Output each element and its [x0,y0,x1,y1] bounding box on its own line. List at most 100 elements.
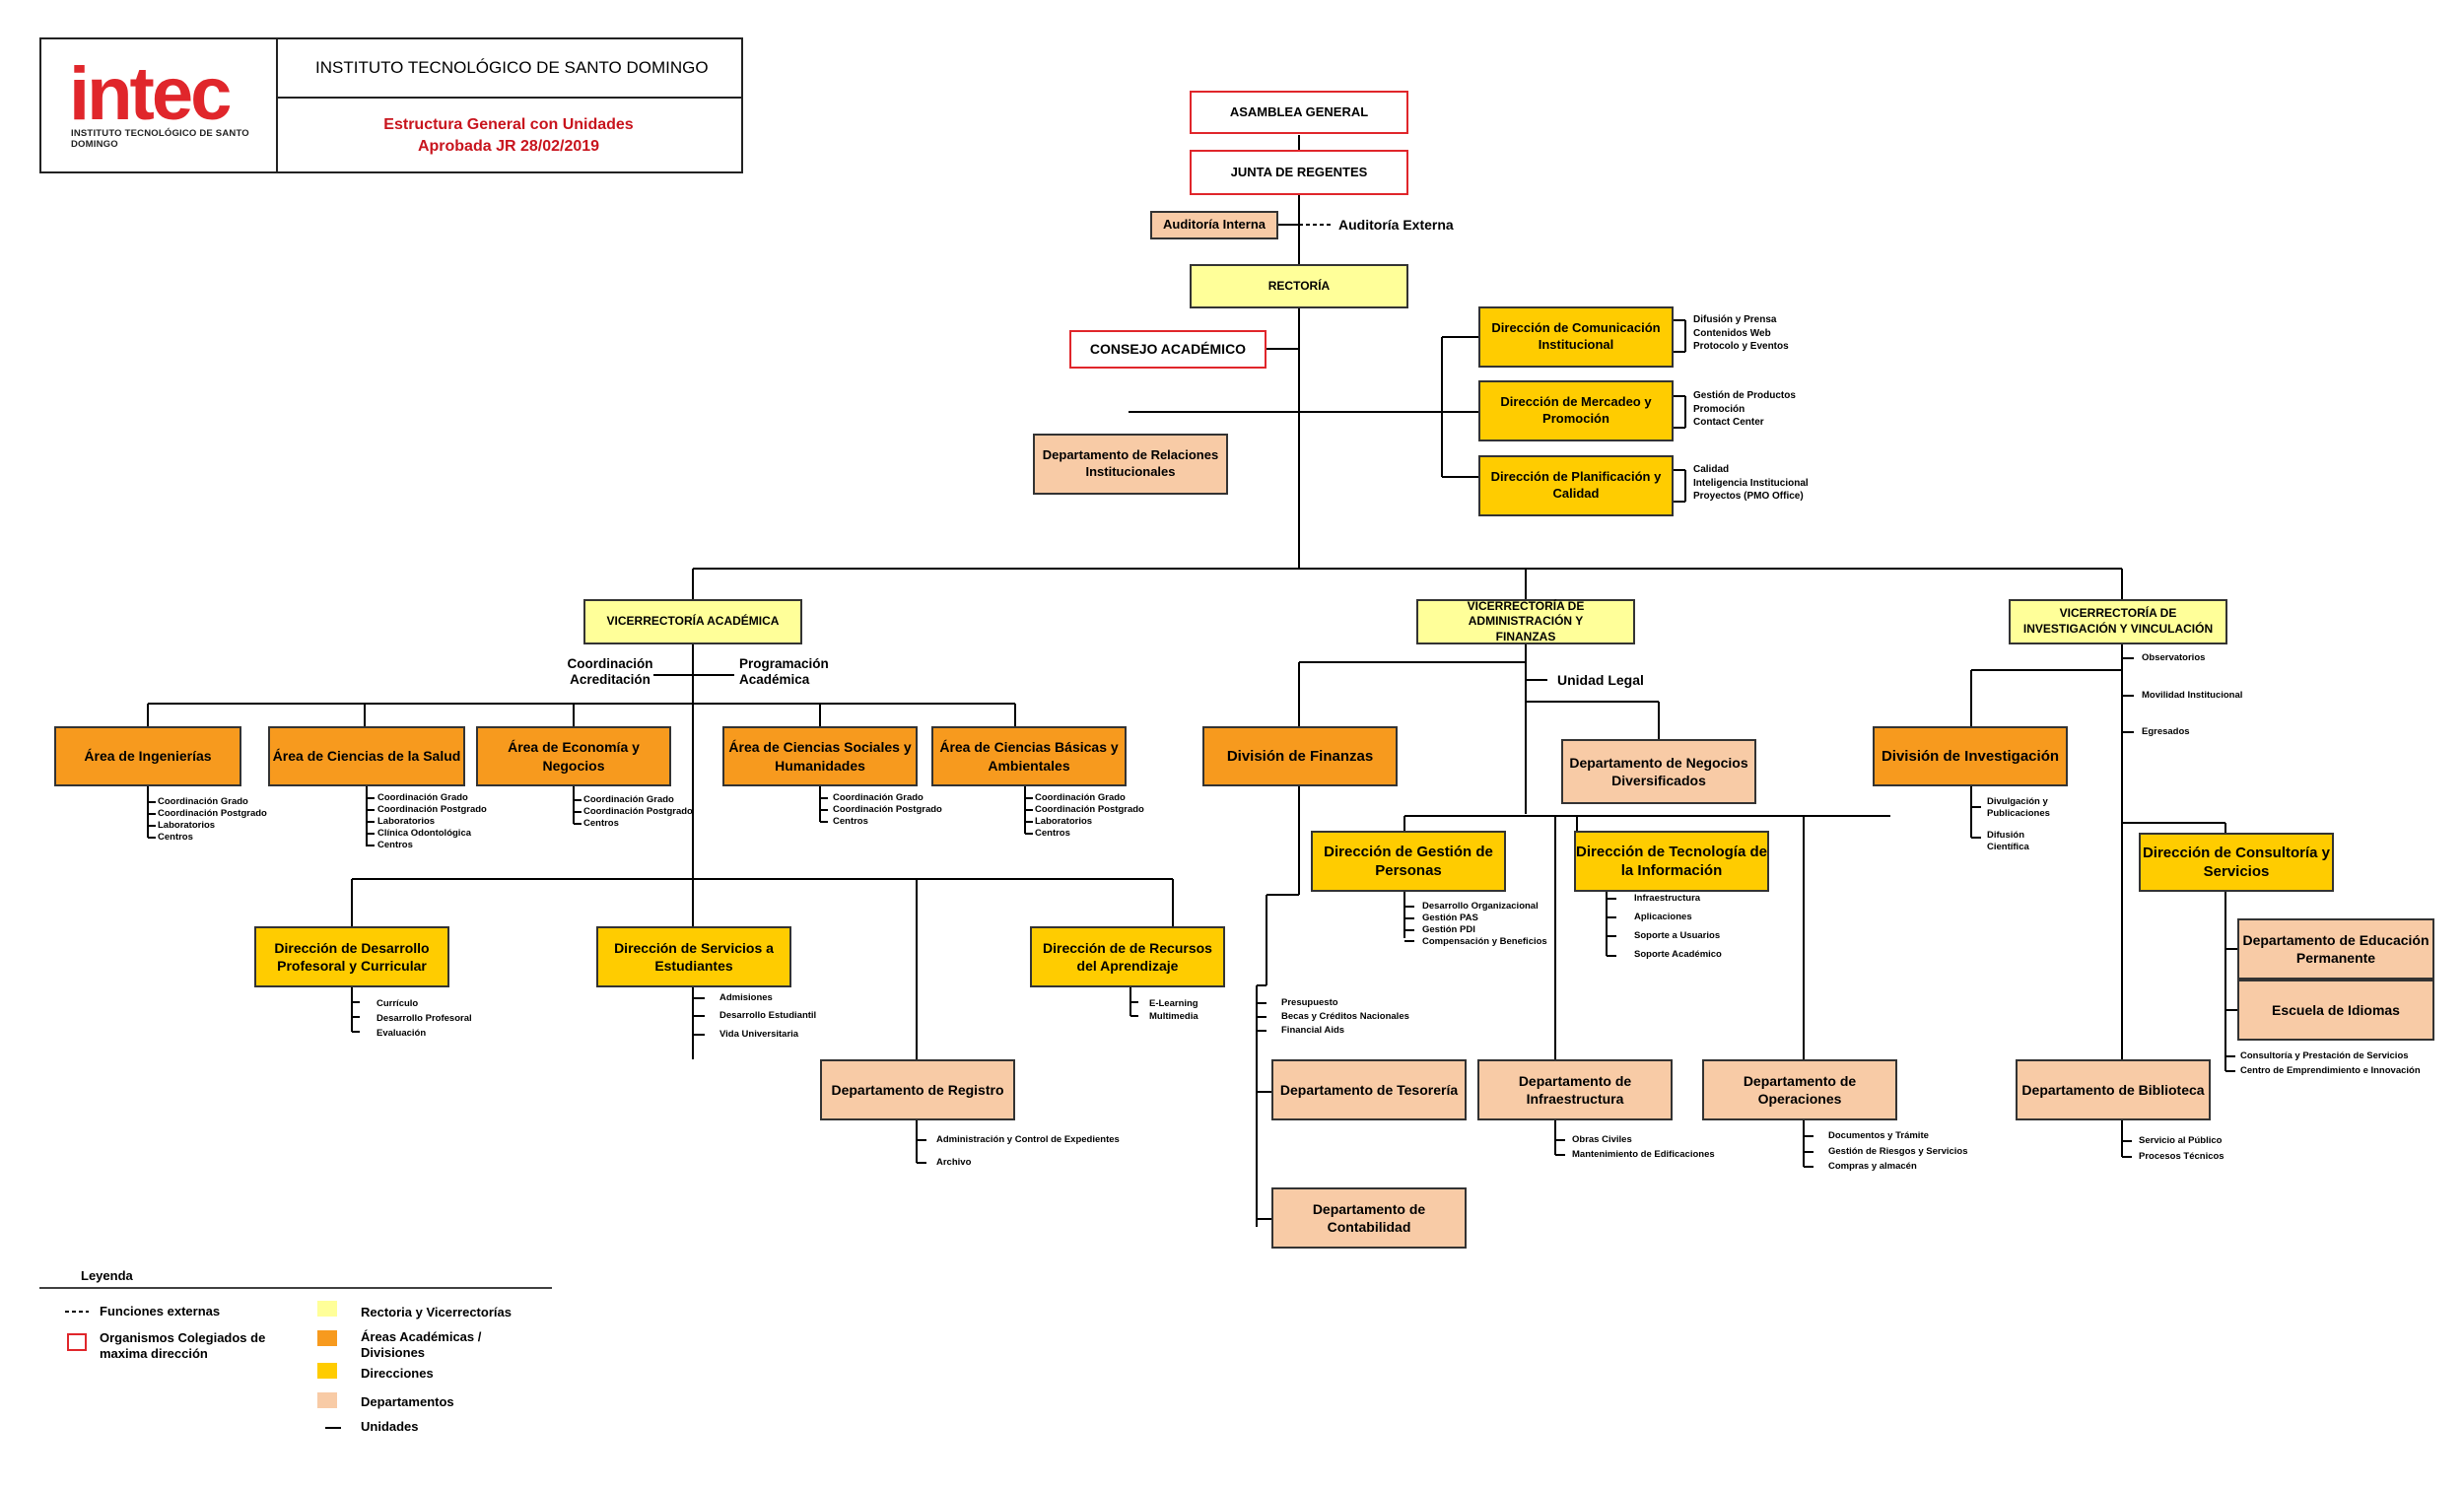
unit-item: Aplicaciones [1634,912,1692,922]
departamento-negocios-box: Departamento de Negocios Diversificados [1561,739,1756,804]
unit-item: Gestión de Productos [1693,390,1796,401]
legend-rectoria: Rectoria y Vicerrectorías [361,1305,512,1319]
investigacion-side-units: Observatorios Movilidad Institucional Eg… [2142,652,2242,738]
planificacion-units: Calidad Inteligencia Institucional Proye… [1693,464,1809,503]
consultoria-units: Consultoría y Prestación de Servicios Ce… [2240,1050,2421,1077]
auditoria-externa-label: Auditoría Externa [1338,217,1454,233]
unit-item: Desarrollo Estudiantil [719,1010,817,1021]
chart-title: Estructura General con Unidades [383,116,634,134]
unit-item: Admisiones [719,992,773,1003]
area-ingenierias-box: Área de Ingenierías [54,726,241,786]
unit-item: Centros [377,840,413,850]
direccion-desarrollo-profesoral-box: Dirección de Desarrollo Profesoral y Cur… [254,926,449,987]
legend-colegiados: Organismos Colegiados de maxima direcció… [100,1330,266,1362]
rectoria-box: RECTORÍA [1190,264,1408,308]
unit-item: Coordinación Postgrado [583,806,693,817]
unit-item: Soporte Académico [1634,949,1722,960]
legend-peach-swatch [317,1392,337,1408]
area-ciencias-salud-box: Área de Ciencias de la Salud [268,726,465,786]
unit-item: Proyectos (PMO Office) [1693,491,1804,502]
unit-item: Financial Aids [1281,1025,1345,1036]
unit-item: Coordinación Grado [377,792,468,803]
unit-item: Desarrollo Profesoral [376,1013,472,1024]
unit-item: Currículo [376,998,419,1009]
salud-units: Coordinación Grado Coordinación Postgrad… [377,792,487,851]
unit-item: Infraestructura [1634,893,1701,904]
departamento-contabilidad-box: Departamento de Contabilidad [1271,1187,1467,1249]
unit-item: E-Learning [1149,998,1198,1009]
auditoria-interna-box: Auditoría Interna [1150,211,1278,239]
relaciones-institucionales-box: Departamento de Relaciones Institucional… [1033,434,1228,495]
ingenierias-units: Coordinación Grado Coordinación Postgrad… [158,796,267,844]
escuela-idiomas-box: Escuela de Idiomas [2237,980,2434,1041]
direccion-gestion-personas-box: Dirección de Gestión de Personas [1311,831,1506,892]
basicas-units: Coordinación Grado Coordinación Postgrad… [1035,792,1144,840]
registro-units: Administración y Control de Expedientes … [936,1134,1120,1169]
division-investigacion-box: División de Investigación [1873,726,2068,786]
unit-item: Promoción [1693,404,1745,415]
unit-item: Movilidad Institucional [2142,690,2243,701]
recursos-units: E-Learning Multimedia [1149,996,1198,1023]
legend-orange-swatch [317,1330,337,1346]
legend-departamentos: Departamentos [361,1394,454,1409]
unit-item: Mantenimiento de Edificaciones [1572,1149,1715,1160]
personas-units: Desarrollo Organizacional Gestión PAS Ge… [1422,901,1547,948]
departamento-educacion-permanente-box: Departamento de Educación Permanente [2237,918,2434,980]
departamento-infraestructura-box: Departamento de Infraestructura [1477,1059,1673,1120]
area-ciencias-sociales-box: Área de Ciencias Sociales y Humanidades [722,726,918,786]
economia-units: Coordinación Grado Coordinación Postgrad… [583,794,693,830]
asamblea-general-box: ASAMBLEA GENERAL [1190,91,1408,134]
consejo-academico-box: CONSEJO ACADÉMICO [1069,330,1266,369]
legend-direcciones: Direcciones [361,1366,434,1381]
legend-areas: Áreas Académicas / Divisiones [361,1329,482,1361]
area-ciencias-basicas-box: Área de Ciencias Básicas y Ambientales [931,726,1127,786]
direccion-consultoria-box: Dirección de Consultoría y Servicios [2139,833,2334,892]
unit-item: Procesos Técnicos [2139,1151,2224,1162]
division-investigacion-units: Divulgación y Publicaciones Difusión Cie… [1987,796,2066,852]
servicios-units: Admisiones Desarrollo Estudiantil Vida U… [719,992,816,1041]
unit-item: Obras Civiles [1572,1134,1632,1145]
tecnologia-units: Infraestructura Aplicaciones Soporte a U… [1634,893,1722,961]
junta-regentes-box: JUNTA DE REGENTES [1190,150,1408,195]
unit-item: Coordinación Postgrado [377,804,487,815]
unit-item: Difusión Científica [1987,830,2029,852]
logo-wordmark: intec [69,52,232,136]
unit-item: Coordinación Postgrado [158,808,267,819]
unit-item: Laboratorios [1035,816,1093,827]
approval-date: Aprobada JR 28/02/2019 [417,138,600,155]
legend-yellow-swatch [317,1301,337,1317]
coordinacion-acreditacion-label: Coordinación Acreditación [567,656,653,688]
direccion-planificacion-box: Dirección de Planificación y Calidad [1478,455,1674,516]
programacion-academica-label: Programación Académica [739,656,829,688]
unit-item: Clínica Odontológica [377,828,472,839]
unit-item: Archivo [936,1157,972,1168]
unit-item: Observatorios [2142,652,2206,663]
unit-item: Evaluación [376,1028,427,1039]
finanzas-units: Presupuesto Becas y Créditos Nacionales … [1281,997,1409,1037]
vicerrectoria-academica-box: VICERRECTORÍA ACADÉMICA [583,599,802,644]
direccion-tecnologia-box: Dirección de Tecnología de la Informació… [1574,831,1769,892]
departamento-tesoreria-box: Departamento de Tesorería [1271,1059,1467,1120]
unit-item: Coordinación Postgrado [833,804,942,815]
infraestructura-units: Obras Civiles Mantenimiento de Edificaci… [1572,1134,1715,1161]
unit-item: Soporte a Usuarios [1634,930,1721,941]
unit-item: Laboratorios [158,820,216,831]
direccion-recursos-aprendizaje-box: Dirección de de Recursos del Aprendizaje [1030,926,1225,987]
legend-title: Leyenda [81,1268,133,1283]
unit-item: Centros [583,818,619,829]
direccion-comunicacion-box: Dirección de Comunicación Institucional [1478,306,1674,368]
unit-item: Documentos y Trámite [1828,1130,1929,1141]
unit-item: Centro de Emprendimiento e Innovación [2240,1065,2421,1076]
unit-item: Protocolo y Eventos [1693,341,1789,352]
unit-item: Desarrollo Organizacional [1422,901,1539,912]
vicerrectoria-administracion-box: VICERRECTORÍA DE ADMINISTRACIÓN Y FINANZ… [1416,599,1635,644]
departamento-registro-box: Departamento de Registro [820,1059,1015,1120]
unit-item: Centros [833,816,868,827]
unit-item: Compensación y Beneficios [1422,936,1547,947]
unidad-legal-label: Unidad Legal [1557,672,1644,688]
unit-item: Inteligencia Institucional [1693,478,1809,489]
mercadeo-units: Gestión de Productos Promoción Contact C… [1693,390,1796,429]
unit-item: Contact Center [1693,417,1764,428]
chart-subtitle: Estructura General con Unidades Aprobada… [276,101,741,171]
